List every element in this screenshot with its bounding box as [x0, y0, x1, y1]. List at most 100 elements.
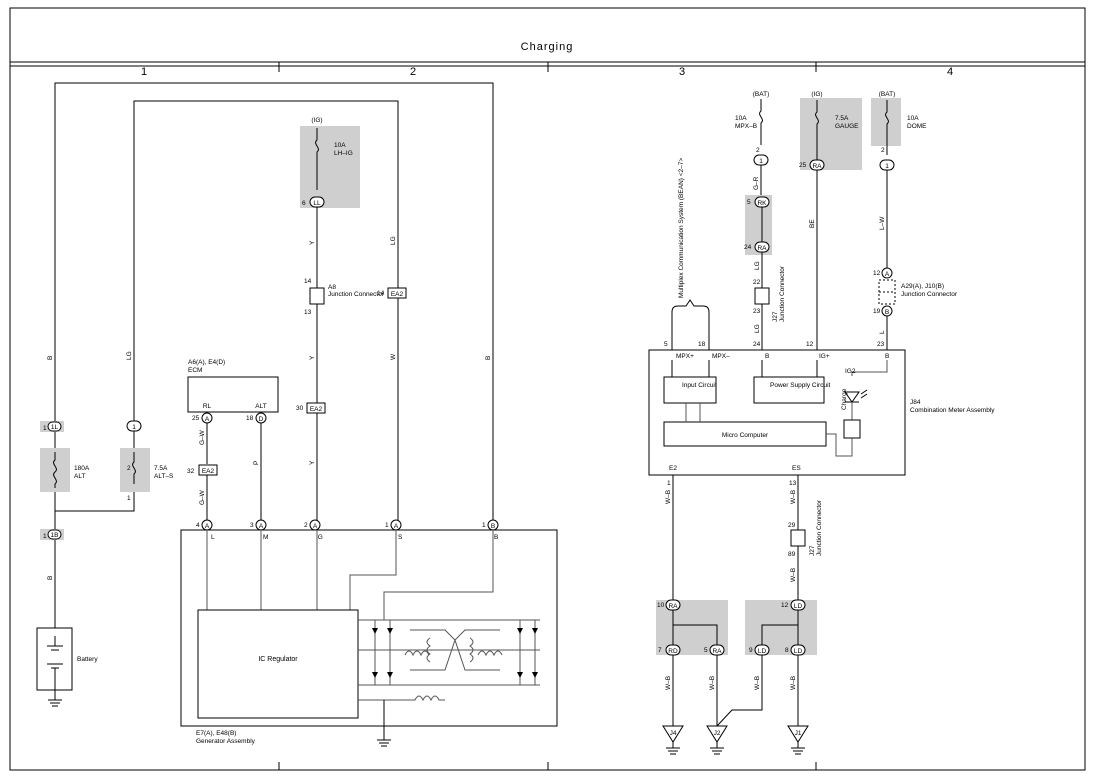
ground-j1: J1 — [787, 725, 809, 755]
junction-j27-2 — [790, 529, 806, 547]
meter-code: J84 — [910, 399, 921, 406]
connector-1l — [47, 421, 62, 432]
svg-text:1: 1 — [43, 425, 47, 432]
svg-text:12: 12 — [806, 341, 814, 348]
svg-text:3: 3 — [250, 522, 254, 529]
connector-1b — [47, 529, 62, 540]
wire-color-b-1: B — [47, 356, 54, 360]
wire-color-y-1: Y — [309, 240, 316, 245]
fuse-dome-name: DOME — [907, 123, 927, 130]
svg-text:J27: J27 — [772, 311, 779, 322]
input-circuit — [663, 376, 717, 404]
svg-text:2: 2 — [881, 147, 885, 154]
wire-color-l: L — [879, 330, 886, 334]
multiplex-label: Multiplex Communication System (BEAN) <2… — [678, 158, 685, 298]
svg-text:RL: RL — [203, 403, 212, 410]
svg-text:EA2: EA2 — [391, 291, 404, 298]
svg-text:2: 2 — [756, 147, 760, 154]
svg-text:M: M — [263, 534, 268, 541]
svg-text:LD: LD — [794, 648, 803, 655]
svg-text:13: 13 — [304, 309, 312, 316]
meter-ig2: IG2 — [845, 368, 856, 375]
wire-color-w: W — [390, 353, 397, 360]
svg-text:ALT: ALT — [255, 403, 266, 410]
svg-text:A29(A), J10(B): A29(A), J10(B) — [901, 283, 944, 290]
svg-text:RK: RK — [757, 200, 767, 207]
svg-text:B: B — [885, 353, 889, 360]
fuse-dome — [871, 98, 901, 146]
svg-text:1: 1 — [132, 424, 136, 431]
fuse-gauge-name: GAUGE — [835, 123, 859, 130]
svg-text:A: A — [313, 523, 318, 530]
meter-charge-label: Charge — [841, 388, 848, 410]
connector-ea2-3 — [198, 464, 218, 476]
wire-color-wb-1: W–B — [665, 490, 672, 504]
ic-regulator-label: IC Regulator — [258, 656, 298, 663]
wire-color-lg-2: LG — [390, 236, 397, 245]
svg-text:24: 24 — [744, 244, 752, 251]
svg-text:2: 2 — [127, 465, 131, 472]
svg-text:10: 10 — [657, 602, 665, 609]
wire-color-lg-4: LG — [754, 324, 761, 333]
svg-text:(BAT): (BAT) — [753, 91, 770, 98]
svg-text:Junction Connector: Junction Connector — [328, 291, 385, 298]
svg-text:24: 24 — [753, 341, 761, 348]
svg-text:23: 23 — [877, 341, 885, 348]
svg-text:B: B — [494, 534, 498, 541]
generator-section: 4 A 3 A 2 A 1 A 1 B L M IG S B IC Regula… — [180, 519, 558, 747]
svg-text:9: 9 — [749, 647, 753, 654]
svg-text:1: 1 — [43, 533, 47, 540]
svg-text:A: A — [205, 523, 210, 530]
svg-text:22: 22 — [753, 279, 761, 286]
fuse-mpx-b-name: MPX–B — [735, 123, 757, 130]
fuse-gauge-amp: 7.5A — [835, 115, 849, 122]
svg-text:(BAT): (BAT) — [879, 91, 896, 98]
svg-text:1: 1 — [385, 522, 389, 529]
svg-text:B: B — [885, 309, 889, 316]
fuse-lh-ig-name: LH–IG — [334, 150, 353, 157]
wire-color-wb-7: W–B — [790, 676, 797, 690]
multiplex-bracket — [671, 299, 710, 316]
fuse-alt-name: ALT — [74, 473, 85, 480]
svg-text:18: 18 — [246, 415, 254, 422]
lh-ig-section: (IG) 10A LH–IG 6 LL Y 14 13 A8 Junction … — [296, 117, 492, 520]
ecm-section: A6(A), E4(D) ECM RL ALT 25 A 18 D G–W P … — [187, 359, 279, 520]
svg-text:Junction Connector: Junction Connector — [779, 265, 786, 322]
svg-text:Micro Computer: Micro Computer — [722, 432, 769, 439]
svg-text:13: 13 — [789, 480, 797, 487]
wire-color-lg-1: LG — [126, 351, 133, 360]
svg-text:2: 2 — [304, 522, 308, 529]
fuse-alt-s-amp: 7.5A — [154, 465, 168, 472]
ground-j2: J2 — [706, 725, 728, 755]
ecm-name: ECM — [188, 367, 202, 374]
svg-text:EA2: EA2 — [202, 468, 215, 475]
svg-text:LL: LL — [313, 200, 321, 207]
fuse-gauge — [800, 98, 862, 170]
junction-j27-1 — [754, 287, 770, 305]
svg-text:A: A — [885, 271, 890, 278]
wire-color-gw-1: G–W — [199, 429, 206, 445]
micro-computer — [663, 421, 827, 447]
column-2-label: 2 — [410, 66, 416, 78]
svg-text:J4: J4 — [670, 730, 677, 737]
svg-text:IG: IG — [316, 534, 323, 541]
svg-text:Junction Connector: Junction Connector — [901, 291, 958, 298]
svg-text:8: 8 — [785, 647, 789, 654]
battery-label: Battery — [77, 656, 98, 663]
svg-text:Power Supply Circuit: Power Supply Circuit — [770, 382, 831, 389]
alt-fuse-section: B LG 1 1L 1 2 1 180A ALT 7.5A ALT–S 1 1B… — [36, 82, 494, 707]
svg-text:1: 1 — [667, 480, 671, 487]
svg-text:Junction Connector: Junction Connector — [816, 499, 823, 556]
svg-text:MPX–: MPX– — [712, 353, 730, 360]
svg-text:RA: RA — [812, 163, 822, 170]
svg-text:6: 6 — [302, 200, 306, 207]
combination-meter-box — [648, 349, 906, 476]
wire-lg-loop — [133, 100, 399, 421]
svg-text:LD: LD — [794, 603, 803, 610]
junction-a29-pin-a — [881, 267, 893, 279]
svg-text:14: 14 — [304, 278, 312, 285]
svg-text:1: 1 — [482, 522, 486, 529]
generator-name: Generator Assembly — [196, 738, 256, 745]
svg-text:89: 89 — [788, 551, 796, 558]
